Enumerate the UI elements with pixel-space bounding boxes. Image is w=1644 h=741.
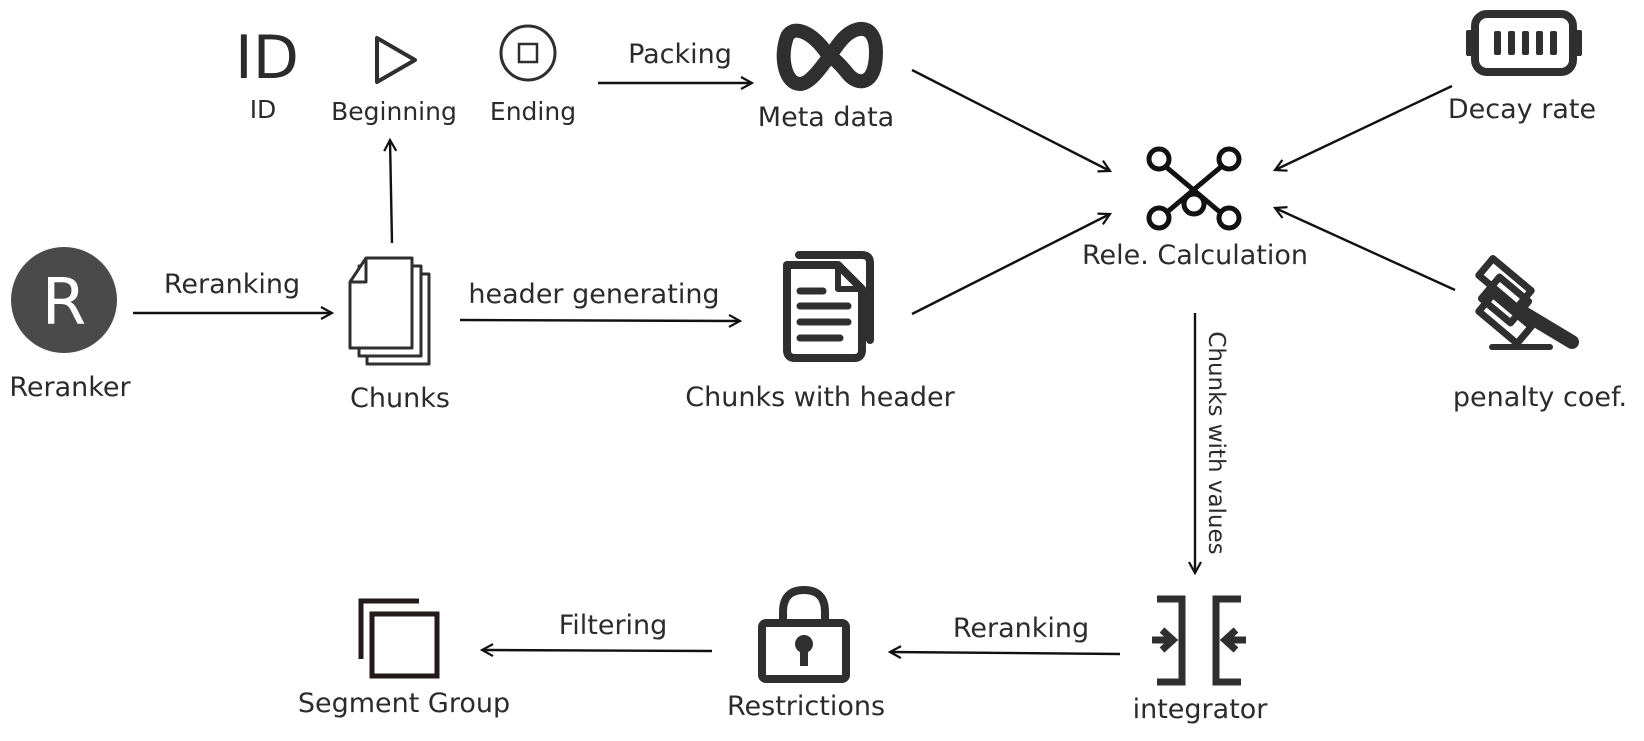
edge-meta-to-calc — [911, 68, 1110, 171]
node-label-beginning: Beginning — [331, 97, 457, 126]
node-decay-rate: Decay rate — [1448, 10, 1596, 125]
node-label-ending: Ending — [490, 97, 576, 126]
node-label-decay-rate: Decay rate — [1448, 94, 1596, 125]
node-rele-calculation: Rele. Calculation — [1082, 146, 1308, 271]
node-ending: Ending — [490, 24, 576, 126]
reranker-badge-letter: R — [42, 266, 86, 340]
battery-icon — [1466, 10, 1582, 76]
edge-filtering — [482, 650, 713, 651]
edge-label-header-generating: header generating — [468, 279, 719, 310]
collapse-horizontal-icon — [1152, 595, 1246, 686]
node-reranker: R Reranker — [9, 247, 132, 403]
node-beginning: Beginning — [331, 36, 457, 126]
meta-infinity-icon — [776, 21, 884, 92]
document-stack-icon — [348, 256, 431, 366]
node-label-integrator: integrator — [1133, 694, 1269, 725]
edge-label-reranking-bottom: Reranking — [953, 613, 1089, 644]
copy-squares-icon — [358, 598, 440, 679]
gavel-icon — [1475, 255, 1579, 350]
node-label-meta-data: Meta data — [758, 102, 894, 133]
edge-header-generating — [459, 320, 740, 321]
id-glyph-icon: ID — [235, 23, 299, 93]
stop-icon — [499, 24, 557, 82]
node-label-penalty-coef: penalty coef. — [1453, 382, 1627, 413]
node-label-restrictions: Restrictions — [727, 691, 885, 722]
node-id: ID ID — [235, 23, 299, 124]
reranker-badge-icon — [11, 247, 117, 353]
edge-decay-to-calc — [1275, 84, 1453, 170]
lock-icon — [758, 585, 850, 683]
node-label-reranker: Reranker — [9, 372, 131, 403]
node-label-segment-group: Segment Group — [298, 688, 510, 719]
play-icon — [375, 36, 417, 84]
edge-penalty-to-calc — [1275, 208, 1456, 292]
node-label-rele-calculation: Rele. Calculation — [1082, 240, 1308, 271]
file-document-icon — [783, 251, 874, 362]
edge-label-packing: Packing — [628, 39, 732, 70]
node-chunks-with-header: Chunks with header — [685, 251, 956, 413]
node-restrictions: Restrictions — [727, 585, 885, 722]
edge-label-filtering: Filtering — [559, 610, 668, 641]
node-label-chunks-with-header: Chunks with header — [685, 382, 955, 413]
node-integrator: integrator — [1133, 595, 1269, 725]
node-penalty-coef: penalty coef. — [1453, 255, 1627, 413]
edge-label-reranking-top: Reranking — [164, 269, 300, 300]
node-chunks: Chunks — [348, 256, 450, 414]
edge-label-chunks-with-values: Chunks with values — [1203, 331, 1229, 554]
edge-header-to-calc — [911, 214, 1110, 316]
node-meta-data: Meta data — [758, 21, 894, 133]
edge-chunks-to-id — [390, 140, 392, 244]
node-label-id: ID — [250, 95, 277, 124]
node-label-chunks: Chunks — [350, 383, 450, 414]
node-segment-group: Segment Group — [298, 598, 510, 719]
edge-reranking-bottom — [890, 652, 1121, 654]
network-icon — [1146, 146, 1242, 231]
